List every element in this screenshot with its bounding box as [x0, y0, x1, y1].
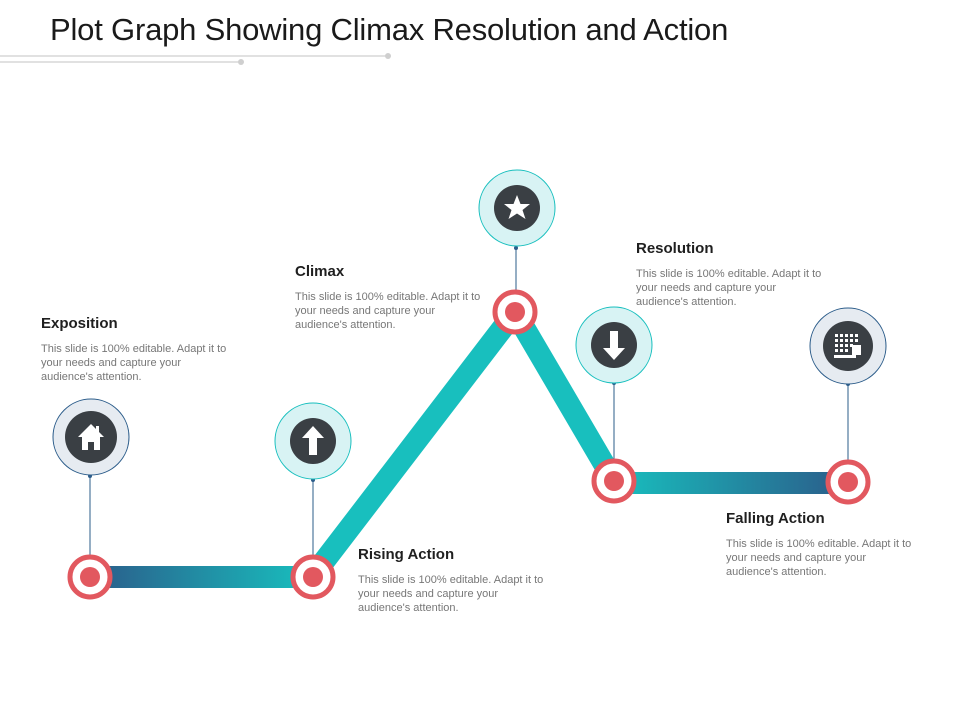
marker-climax — [492, 289, 538, 335]
title-underline — [0, 53, 391, 65]
stage-falling-action: Falling Action This slide is 100% editab… — [726, 510, 921, 579]
stage-description: This slide is 100% editable. Adapt it to… — [295, 291, 481, 331]
plot-segment-rising — [301, 301, 526, 588]
arrow-up-icon — [274, 402, 352, 480]
stage-title: Climax — [295, 263, 345, 280]
stage-description: This slide is 100% editable. Adapt it to… — [636, 268, 822, 308]
marker-resolution — [825, 459, 871, 505]
marker-rising-action — [290, 554, 336, 600]
connector-lines — [89, 247, 849, 565]
stage-rising-action: Rising Action This slide is 100% editabl… — [358, 546, 553, 615]
marker-exposition — [67, 554, 113, 600]
stage-description: This slide is 100% editable. Adapt it to… — [726, 538, 912, 578]
plot-segment-falling — [504, 301, 625, 492]
stage-description: This slide is 100% editable. Adapt it to… — [41, 343, 227, 383]
arrow-down-icon — [575, 306, 653, 384]
stage-exposition: Exposition This slide is 100% editable. … — [41, 315, 236, 384]
keyboard-icon — [809, 307, 887, 385]
stage-resolution: Resolution This slide is 100% editable. … — [636, 240, 831, 309]
stage-description: This slide is 100% editable. Adapt it to… — [358, 574, 544, 614]
stage-title: Resolution — [636, 240, 714, 257]
stage-title: Exposition — [41, 315, 118, 332]
stage-title: Rising Action — [358, 546, 455, 563]
page-title: Plot Graph Showing Climax Resolution and… — [50, 12, 729, 47]
stage-climax: Climax This slide is 100% editable. Adap… — [295, 263, 490, 332]
home-icon — [52, 398, 130, 476]
star-icon — [478, 169, 556, 247]
marker-falling — [591, 458, 637, 504]
stage-title: Falling Action — [726, 510, 825, 527]
